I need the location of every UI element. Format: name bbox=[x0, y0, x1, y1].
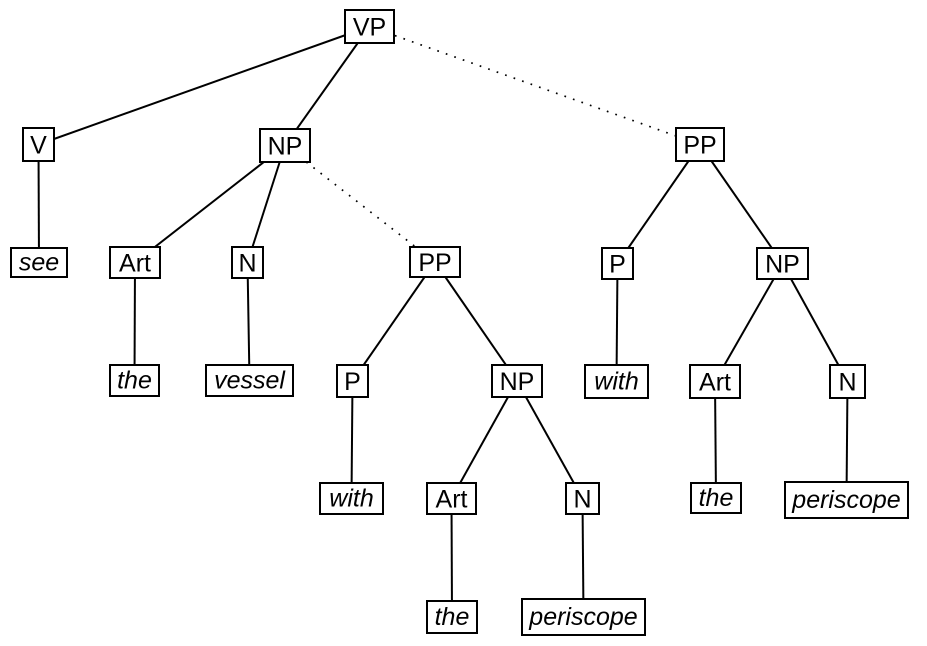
edge-np2-n2 bbox=[516, 380, 584, 499]
node-label-n2: N bbox=[573, 486, 591, 514]
tree-node-p2: P bbox=[601, 247, 634, 280]
node-label-n1: N bbox=[238, 250, 256, 278]
node-label-pp1: PP bbox=[418, 249, 451, 277]
tree-node-n2: N bbox=[565, 482, 600, 515]
node-label-see: see bbox=[19, 249, 59, 277]
tree-node-periscope1: periscope bbox=[521, 598, 646, 636]
node-label-periscope2: periscope bbox=[791, 486, 900, 514]
node-label-the2: the bbox=[435, 603, 470, 631]
node-box-n2 bbox=[565, 482, 600, 515]
tree-node-art1: Art bbox=[109, 246, 161, 279]
node-label-with2: with bbox=[594, 368, 638, 396]
tree-node-p1: P bbox=[336, 364, 369, 398]
node-box-n1 bbox=[231, 246, 264, 279]
tree-node-np3: NP bbox=[756, 247, 809, 280]
node-box-p1 bbox=[336, 364, 369, 398]
edge-art3-the3 bbox=[714, 381, 717, 499]
edge-np2-art2 bbox=[450, 380, 518, 499]
node-label-n3: N bbox=[838, 369, 856, 397]
edge-v-see bbox=[37, 144, 40, 263]
edge-n2-periscope1 bbox=[581, 498, 585, 618]
tree-node-n1: N bbox=[231, 246, 264, 279]
edge-vp-v bbox=[38, 25, 370, 146]
edge-np1-n1 bbox=[246, 145, 286, 263]
node-label-art1: Art bbox=[119, 250, 151, 278]
node-label-periscope1: periscope bbox=[528, 603, 637, 631]
node-box-np3 bbox=[756, 247, 809, 280]
tree-node-art2: Art bbox=[426, 482, 477, 515]
node-box-periscope2 bbox=[784, 481, 909, 519]
node-label-np2: NP bbox=[500, 368, 535, 396]
tree-node-pp2: PP bbox=[675, 127, 725, 162]
node-label-art3: Art bbox=[699, 369, 731, 397]
tree-node-vessel: vessel bbox=[205, 364, 294, 397]
node-label-p1: P bbox=[344, 368, 361, 396]
node-label-p2: P bbox=[609, 251, 626, 279]
node-box-periscope1 bbox=[521, 598, 646, 636]
node-box-the3 bbox=[690, 482, 742, 514]
node-box-vp bbox=[344, 9, 395, 44]
tree-node-see: see bbox=[10, 247, 68, 278]
edge-vp-np1 bbox=[284, 25, 371, 147]
node-box-n3 bbox=[829, 364, 866, 399]
node-label-pp2: PP bbox=[683, 132, 716, 160]
node-box-with1 bbox=[319, 482, 384, 515]
node-label-np3: NP bbox=[765, 251, 800, 279]
node-label-vp: VP bbox=[353, 14, 386, 42]
edge-art2-the2 bbox=[450, 498, 453, 618]
node-box-v bbox=[22, 127, 55, 162]
node-box-p2 bbox=[601, 247, 634, 280]
edge-pp1-p1 bbox=[351, 261, 436, 382]
node-box-art2 bbox=[426, 482, 477, 515]
tree-edges bbox=[37, 25, 849, 618]
tree-node-with1: with bbox=[319, 482, 384, 515]
node-box-pp2 bbox=[675, 127, 725, 162]
node-box-vessel bbox=[205, 364, 294, 397]
tree-node-pp1: PP bbox=[409, 246, 461, 278]
tree-node-with2: with bbox=[584, 364, 649, 399]
tree-node-the2: the bbox=[426, 600, 478, 634]
node-box-pp1 bbox=[409, 246, 461, 278]
tree-node-n3: N bbox=[829, 364, 866, 399]
edge-pp2-np3 bbox=[699, 143, 784, 265]
node-box-the2 bbox=[426, 600, 478, 634]
node-label-with1: with bbox=[329, 485, 373, 513]
tree-node-the3: the bbox=[690, 482, 742, 514]
node-box-with2 bbox=[584, 364, 649, 399]
edge-p2-with2 bbox=[615, 263, 619, 382]
node-label-vessel: vessel bbox=[214, 367, 286, 395]
tree-node-np1: NP bbox=[259, 128, 311, 163]
edge-pp2-p2 bbox=[616, 143, 701, 265]
node-box-art1 bbox=[109, 246, 161, 279]
edge-vp-pp2-dotted bbox=[369, 25, 701, 146]
node-box-np1 bbox=[259, 128, 311, 163]
edge-p1-with1 bbox=[350, 380, 354, 499]
tree-node-v: V bbox=[22, 127, 55, 162]
tree-node-vp: VP bbox=[344, 9, 395, 44]
edge-n3-periscope2 bbox=[845, 381, 849, 501]
edge-pp1-np2 bbox=[434, 261, 518, 382]
node-box-the1 bbox=[109, 364, 160, 397]
node-label-the1: the bbox=[117, 367, 152, 395]
tree-node-art3: Art bbox=[689, 364, 741, 399]
tree-node-periscope2: periscope bbox=[784, 481, 909, 519]
node-label-np1: NP bbox=[268, 133, 303, 161]
node-box-see bbox=[10, 247, 68, 278]
edge-np3-n3 bbox=[781, 263, 849, 382]
edge-np3-art3 bbox=[714, 263, 784, 382]
tree-node-the1: the bbox=[109, 364, 160, 397]
node-label-v: V bbox=[30, 132, 47, 160]
node-label-art2: Art bbox=[436, 486, 468, 514]
tree-node-np2: NP bbox=[491, 364, 543, 398]
node-label-the3: the bbox=[699, 484, 734, 512]
edge-n1-vessel bbox=[246, 262, 251, 381]
node-box-art3 bbox=[689, 364, 741, 399]
edge-art1-the1 bbox=[133, 262, 136, 381]
edge-np1-art1 bbox=[134, 144, 286, 264]
node-box-np2 bbox=[491, 364, 543, 398]
